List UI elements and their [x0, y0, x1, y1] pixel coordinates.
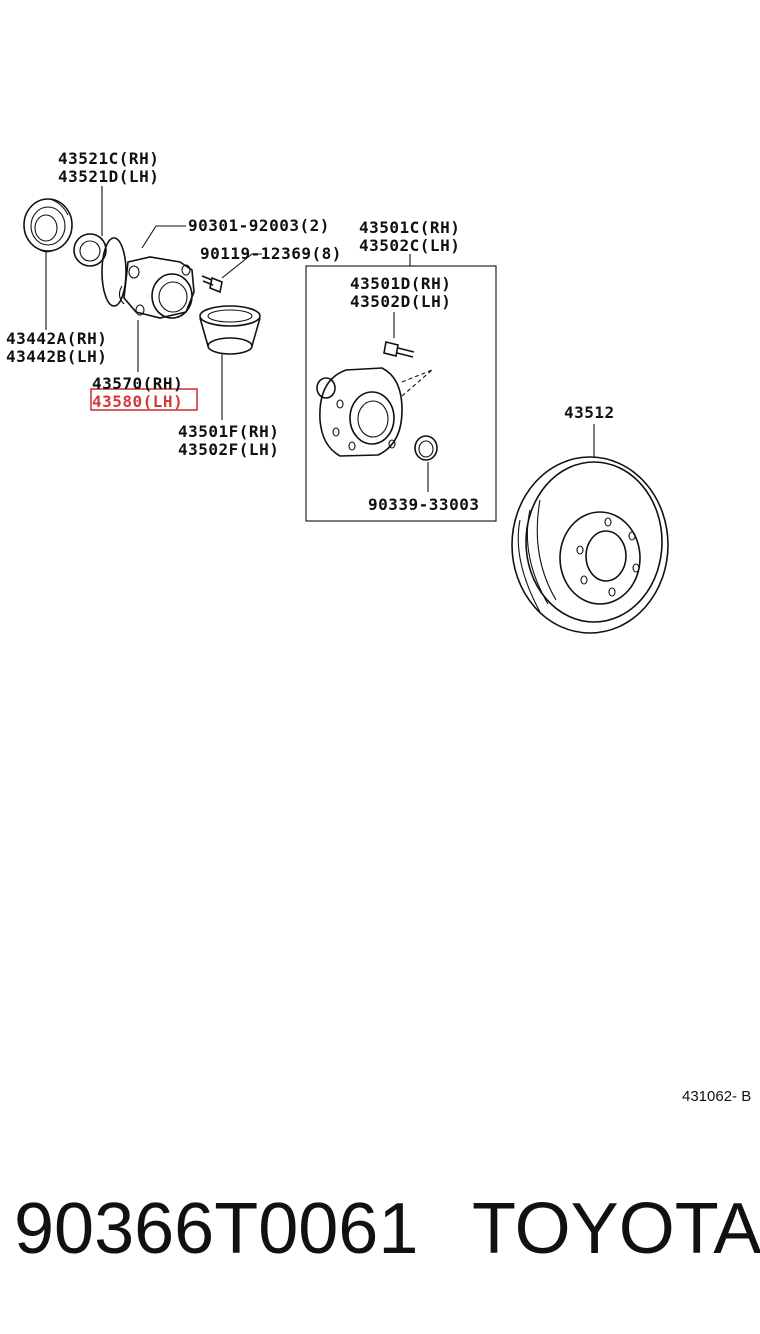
label-43521d: 43521D(LH) — [58, 167, 159, 186]
label-43502f: 43502F(LH) — [178, 440, 279, 459]
brand-name: TOYOTA — [472, 1189, 760, 1269]
o-ring-drawing — [101, 237, 127, 307]
label-43501d: 43501D(RH) — [350, 274, 451, 293]
diagram-reference-code: 431062- B — [682, 1088, 752, 1105]
label-43521c: 43521C(RH) — [58, 149, 159, 168]
label-43580: 43580(LH) — [92, 392, 183, 411]
label-43502d: 43502D(LH) — [350, 292, 451, 311]
part-number: 90366T0061 — [14, 1189, 419, 1269]
hub-oil-seal-drawing — [73, 233, 107, 267]
label-43501f: 43501F(RH) — [178, 422, 279, 441]
label-90119: 90119-12369(8) — [200, 244, 342, 263]
outer-oil-seal-drawing — [23, 198, 73, 253]
highlight-box — [90, 388, 198, 411]
brake-disc-drawing — [511, 456, 669, 634]
label-43442a: 43442A(RH) — [6, 329, 107, 348]
label-90339: 90339-33003 — [368, 495, 479, 514]
label-43512: 43512 — [564, 403, 615, 422]
label-43570: 43570(RH) — [92, 374, 183, 393]
label-43501c: 43501C(RH) — [359, 218, 460, 237]
axle-hub-drawing — [316, 367, 433, 457]
exploded-parts-diagram: 43521C(RH) 43521D(LH) 90301-92003(2) 901… — [6, 149, 669, 634]
grease-cap-drawing — [414, 435, 438, 461]
bearing-sleeve-drawing — [199, 305, 261, 355]
label-43502c: 43502C(LH) — [359, 236, 460, 255]
flange-bolt-drawing — [201, 275, 223, 294]
bearing-housing-drawing — [118, 256, 195, 319]
hub-bolt-drawing — [383, 341, 415, 358]
label-90301: 90301-92003(2) — [188, 216, 330, 235]
hub-assembly-frame — [305, 265, 497, 522]
part-footer: 90366T0061 TOYOTA — [14, 1188, 760, 1278]
leader-lines — [45, 186, 595, 492]
label-43442b: 43442B(LH) — [6, 347, 107, 366]
